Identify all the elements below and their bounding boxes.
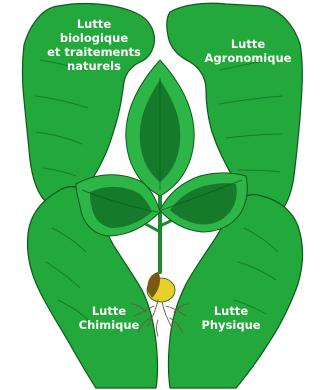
label-lutte-chimique: Lutte Chimique (70, 304, 148, 332)
label-lutte-chimique-line-1: Lutte (70, 304, 148, 318)
label-lutte-physique-line-1: Lutte (192, 304, 270, 318)
label-lutte-physique: Lutte Physique (192, 304, 270, 332)
label-lutte-biologique-line-1: Lutte (35, 17, 153, 31)
label-lutte-agronomique: Lutte Agronomique (196, 37, 300, 65)
top-leaf (126, 60, 194, 196)
label-lutte-agronomique-line-1: Lutte (196, 37, 300, 51)
label-lutte-biologique-line-2: biologique (35, 31, 153, 45)
label-lutte-agronomique-line-2: Agronomique (196, 51, 300, 65)
label-lutte-physique-line-2: Physique (192, 318, 270, 332)
label-lutte-biologique-line-4: naturels (35, 59, 153, 73)
label-lutte-chimique-line-2: Chimique (70, 318, 148, 332)
label-lutte-biologique: Lutte biologique et traitements naturels (35, 17, 153, 73)
label-lutte-biologique-line-3: et traitements (35, 45, 153, 59)
